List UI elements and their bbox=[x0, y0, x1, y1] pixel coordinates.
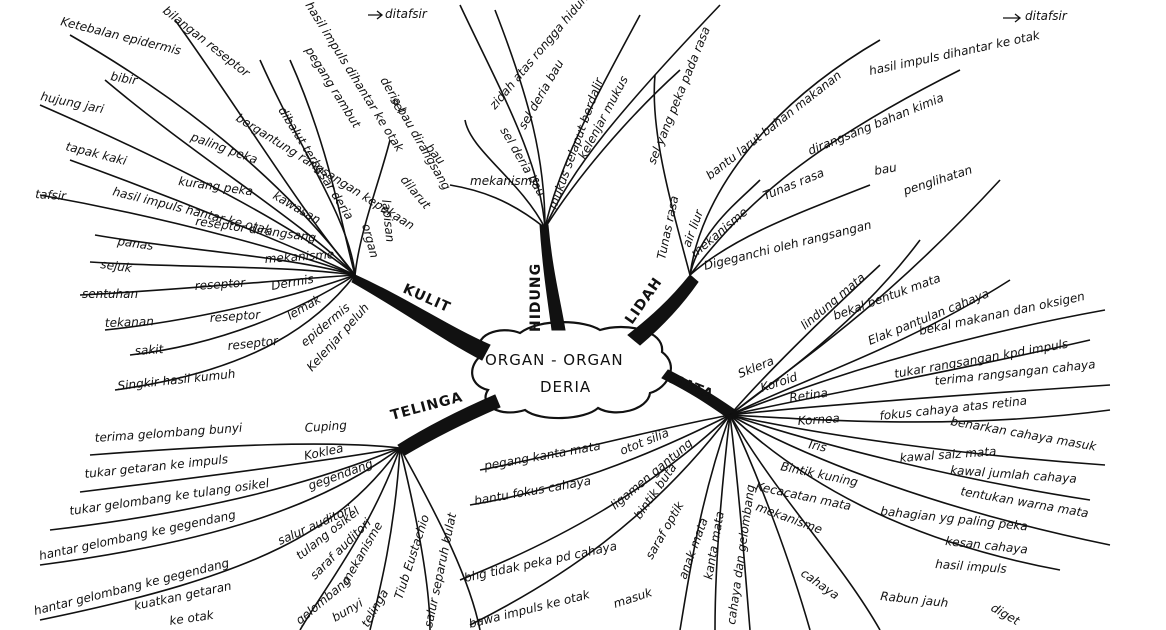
telinga-item-12: ke otak bbox=[168, 608, 215, 628]
hidung-lines bbox=[449, 4, 721, 229]
kulit-item-6: kurang peka bbox=[178, 174, 254, 198]
kulit-item-18: tekanan bbox=[105, 314, 154, 330]
main-branches bbox=[351, 224, 736, 456]
mata-lower-item-0: pegang kanta mata bbox=[482, 439, 602, 473]
kulit-item-16: reseptor bbox=[194, 275, 246, 293]
branch-label-mata: MATA bbox=[667, 371, 717, 403]
mata-lower-item-11: cahaya dan gelombang bbox=[724, 483, 758, 625]
kulit-item-21: sakit bbox=[134, 342, 165, 358]
kulit-item-24: Singkir hasil kumuh bbox=[117, 367, 236, 393]
kulit-lines bbox=[39, 19, 391, 391]
center-subtitle: DERIA bbox=[540, 378, 591, 396]
hidung-item-1: ditafsir bbox=[385, 7, 428, 21]
mata-lower-lines bbox=[459, 414, 751, 630]
telinga-lines bbox=[39, 443, 481, 630]
mata-item-21: bahagian yg paling peka bbox=[880, 504, 1029, 533]
kulit-item-27: organ bbox=[359, 222, 382, 259]
mata-item-26: diget bbox=[989, 600, 1024, 628]
mata-item-1: penglihatan bbox=[901, 162, 974, 198]
mata-item-10: Retina bbox=[788, 386, 828, 405]
center-node: ORGAN - ORGAN DERIA bbox=[471, 321, 672, 420]
kulit-item-14: sejuk bbox=[100, 257, 134, 275]
kulit-item-0: Ketebalan epidermis bbox=[59, 14, 182, 57]
arrows bbox=[368, 10, 1022, 23]
kulit-item-15: sentuhan bbox=[82, 287, 138, 301]
telinga-item-17: Tiub Eustachio bbox=[392, 513, 433, 601]
mata-lower-item-10: masuk bbox=[612, 585, 655, 611]
telinga-item-0: terima gelombang bunyi bbox=[94, 421, 243, 445]
branch-stem-kulit bbox=[351, 274, 491, 361]
arrow-icon bbox=[368, 10, 384, 20]
branch-label-hidung: HIDUNG bbox=[528, 263, 544, 332]
lidah-lines bbox=[653, 39, 961, 276]
kulit-item-8: kawasan bbox=[271, 188, 324, 226]
lidah-item-1: hasil impuls dihantar ke otak bbox=[868, 28, 1042, 78]
mata-lower-item-2: bantu fokus cahaya bbox=[473, 474, 592, 508]
mata-item-12: Kornea bbox=[797, 411, 840, 428]
telinga-item-6: hantar gelombang ke gegendang bbox=[38, 507, 238, 562]
mata-lower-item-7: bawa impuls ke otak bbox=[467, 587, 592, 630]
kulit-item-2: bibir bbox=[109, 69, 139, 88]
hidung-item-6: dilarut bbox=[398, 173, 435, 213]
hidung-item-8: sel deria bau bbox=[497, 125, 548, 200]
lidah-item-0: ditafsir bbox=[1025, 9, 1068, 23]
mata-item-16: kawal saiz mata bbox=[899, 444, 997, 465]
mata-lower-item-5: bhg tidak peka pd cahaya bbox=[463, 539, 618, 585]
mata-item-7: Sklera bbox=[736, 354, 776, 381]
kulit-item-9: tafsir bbox=[35, 187, 68, 203]
mata-item-25: Rabun jauh bbox=[880, 589, 949, 610]
arrow-icon bbox=[1003, 13, 1022, 23]
kulit-item-19: reseptor bbox=[209, 307, 261, 325]
hidung-item-7: mekanisme bbox=[470, 174, 540, 188]
mata-item-23: hasil impuls bbox=[935, 557, 1007, 576]
lidah-item-3: bantu larut bahan makanan bbox=[703, 68, 844, 182]
mata-item-18: Bintik kuning bbox=[779, 459, 859, 489]
mata-item-17: kawal jumlah cahaya bbox=[950, 463, 1077, 486]
kulit-item-3: hujung jari bbox=[39, 89, 105, 116]
kulit-item-5: paling peka bbox=[188, 129, 259, 166]
branch-stem-hidung bbox=[539, 224, 566, 331]
kulit-item-28: lapisan bbox=[379, 199, 397, 243]
center-title: ORGAN - ORGAN bbox=[485, 351, 624, 369]
kulit-item-20: lemak bbox=[285, 292, 325, 323]
mata-lower-item-1: otot silia bbox=[618, 426, 671, 458]
telinga-item-1: Cuping bbox=[304, 418, 347, 435]
mata-item-27: cahaya bbox=[798, 566, 842, 602]
kulit-item-22: reseptor bbox=[227, 334, 280, 353]
lidah-item-4: dirangsang bahan kimia bbox=[806, 90, 946, 157]
branch-stem-lidah bbox=[627, 274, 699, 346]
kulit-item-13: panas bbox=[116, 234, 155, 253]
mata-item-15: Iris bbox=[807, 437, 828, 454]
kulit-item-4: tapak kaki bbox=[64, 139, 129, 168]
branch-stem-telinga bbox=[397, 394, 501, 456]
mata-lines bbox=[729, 179, 1111, 630]
mata-item-0: bau bbox=[873, 160, 898, 178]
kulit-item-12: mekanisme bbox=[264, 247, 334, 266]
